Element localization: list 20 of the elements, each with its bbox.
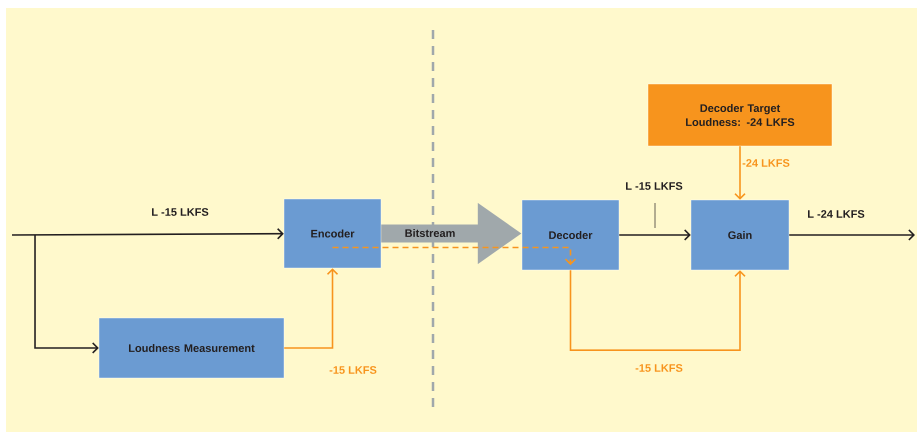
edge-label: -15 LKFS bbox=[634, 363, 684, 373]
arrow bbox=[789, 229, 915, 241]
edge-label: L -15 LKFS bbox=[150, 207, 210, 217]
target-box: Decoder Target Loudness: -24 LKFS bbox=[648, 84, 832, 146]
arrow bbox=[284, 268, 338, 349]
edge-label: L -24 LKFS bbox=[806, 209, 866, 219]
edge-label: L -15 LKFS bbox=[624, 181, 684, 191]
encoder-box: Encoder bbox=[284, 198, 382, 268]
gain-box: Gain bbox=[690, 200, 790, 270]
edge-label: Bitstream bbox=[404, 228, 456, 238]
arrow bbox=[12, 228, 284, 240]
arrow bbox=[34, 235, 99, 354]
decoder-box: Decoder bbox=[522, 200, 620, 270]
edge-label: -15 LKFS bbox=[328, 365, 378, 375]
arrow bbox=[619, 229, 691, 241]
measurement-box: Loudness Measurement bbox=[98, 318, 284, 378]
arrow bbox=[734, 146, 746, 200]
dashed-arrow bbox=[332, 246, 576, 266]
edge-label: -24 LKFS bbox=[741, 158, 791, 168]
arrow bbox=[570, 270, 746, 351]
